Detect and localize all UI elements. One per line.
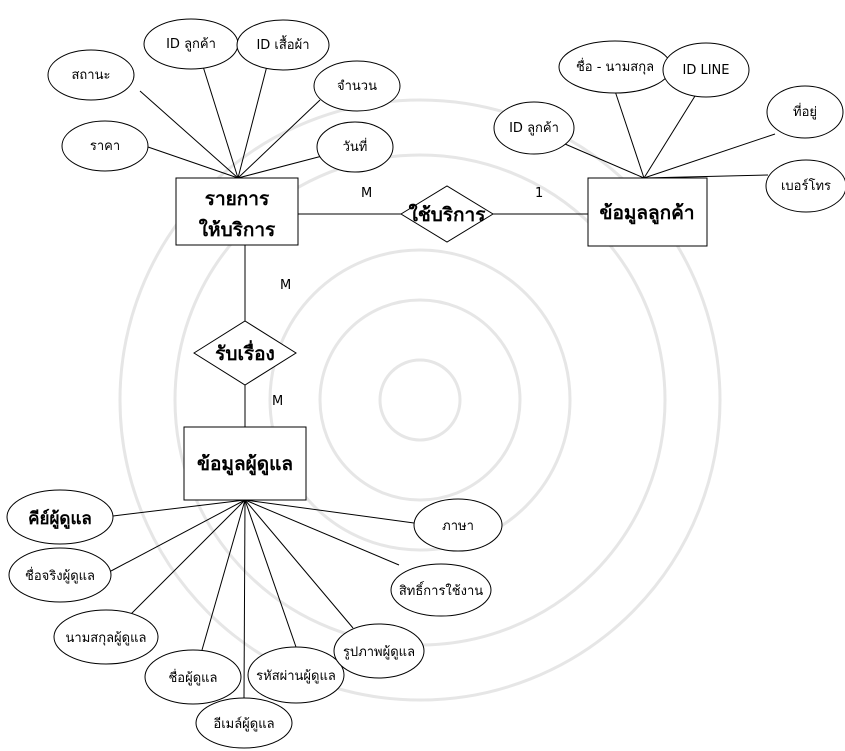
attribute-customer-id-label: ID ลูกค้า bbox=[166, 37, 216, 52]
service-attributes: สถานะ ID ลูกค้า ID เสื้อผ้า จำนวน ราคา ว… bbox=[47, 18, 401, 173]
attribute-clothing-id: ID เสื้อผ้า bbox=[236, 19, 330, 71]
attribute-address-label: ที่อยู่ bbox=[793, 103, 817, 120]
attribute-customer-id: ID ลูกค้า bbox=[143, 18, 239, 70]
entity-customer-label: ข้อมูลลูกค้า bbox=[599, 202, 694, 225]
attribute-line-id: ID LINE bbox=[662, 42, 750, 98]
entity-caretaker-label: ข้อมูลผู้ดูแล bbox=[197, 453, 293, 476]
attribute-caretaker-first-name: ชื่อจริงผู้ดูแล bbox=[8, 547, 112, 603]
cardinality-use-service-customer: 1 bbox=[535, 186, 543, 201]
entity-customer: ข้อมูลลูกค้า bbox=[587, 177, 708, 247]
attribute-caretaker-password: รหัสผ่านผู้ดูแล bbox=[247, 646, 345, 704]
attribute-price-label: ราคา bbox=[90, 139, 120, 154]
cardinality-receive-caretaker: M bbox=[272, 394, 283, 409]
attribute-clothing-id-label: ID เสื้อผ้า bbox=[256, 35, 309, 53]
cardinality-receive-service: M bbox=[280, 278, 291, 293]
attribute-price: ราคา bbox=[61, 120, 149, 172]
relationship-use-service: ใช้บริการ bbox=[400, 185, 494, 243]
entity-caretaker: ข้อมูลผู้ดูแล bbox=[183, 426, 307, 501]
attribute-quantity: จำนวน bbox=[313, 60, 401, 112]
attribute-caretaker-permission: สิทธิ์การใช้งาน bbox=[390, 563, 492, 617]
attribute-caretaker-photo: รูปภาพผู้ดูแล bbox=[333, 623, 425, 679]
attribute-caretaker-email-label: อีเมล์ผู้ดูแล bbox=[213, 716, 274, 732]
attribute-caretaker-language: ภาษา bbox=[413, 498, 503, 552]
attribute-date: วันที่ bbox=[316, 121, 394, 173]
attribute-date-label: วันที่ bbox=[343, 138, 368, 155]
attribute-caretaker-username-label: ชื่อผู้ดูแล bbox=[168, 669, 217, 686]
relationship-receive: รับเรื่อง bbox=[193, 320, 297, 386]
caretaker-attributes: คีย์ผู้ดูแล ชื่อจริงผู้ดูแล นามสกุลผู้ดู… bbox=[6, 489, 503, 749]
entity-service-label-line1: รายการ bbox=[205, 188, 270, 210]
customer-attributes: ชื่อ - นามสกุล ID LINE ID ลูกค้า ที่อยู่… bbox=[493, 40, 845, 213]
attribute-line-id-label: ID LINE bbox=[683, 63, 730, 78]
attribute-caretaker-language-label: ภาษา bbox=[442, 519, 474, 534]
attribute-caretaker-username: ชื่อผู้ดูแล bbox=[144, 649, 242, 705]
attribute-status: สถานะ bbox=[47, 49, 135, 101]
attribute-quantity-label: จำนวน bbox=[337, 79, 377, 94]
relationship-use-service-label: ใช้บริการ bbox=[409, 203, 487, 226]
attribute-caretaker-key-label: คีย์ผู้ดูแล bbox=[28, 508, 92, 530]
attribute-caretaker-last-name: นามสกุลผู้ดูแล bbox=[53, 609, 159, 665]
attribute-address: ที่อยู่ bbox=[766, 85, 844, 139]
attribute-caretaker-permission-label: สิทธิ์การใช้งาน bbox=[399, 581, 483, 599]
attribute-phone: เบอร์โทร bbox=[765, 159, 845, 213]
attribute-caretaker-photo-label: รูปภาพผู้ดูแล bbox=[343, 645, 415, 660]
attribute-phone-label: เบอร์โทร bbox=[781, 178, 831, 194]
entity-service: รายการ ให้บริการ bbox=[175, 177, 299, 246]
cardinality-use-service-service: M bbox=[361, 186, 372, 201]
attribute-full-name-label: ชื่อ - นามสกุล bbox=[576, 58, 654, 75]
attribute-status-label: สถานะ bbox=[72, 68, 111, 83]
attribute-caretaker-email: อีเมล์ผู้ดูแล bbox=[195, 697, 293, 749]
attribute-customer-id-2-label: ID ลูกค้า bbox=[509, 121, 559, 136]
attribute-customer-id-2: ID ลูกค้า bbox=[493, 101, 575, 155]
connector-lines bbox=[110, 59, 776, 699]
attribute-full-name: ชื่อ - นามสกุล bbox=[558, 40, 672, 94]
attribute-caretaker-last-name-label: นามสกุลผู้ดูแล bbox=[66, 631, 147, 646]
relationship-receive-label: รับเรื่อง bbox=[215, 340, 275, 365]
entity-service-label-line2: ให้บริการ bbox=[199, 218, 276, 241]
attribute-caretaker-password-label: รหัสผ่านผู้ดูแล bbox=[256, 669, 336, 684]
attribute-caretaker-first-name-label: ชื่อจริงผู้ดูแล bbox=[25, 567, 95, 584]
attribute-caretaker-key: คีย์ผู้ดูแล bbox=[6, 489, 114, 545]
